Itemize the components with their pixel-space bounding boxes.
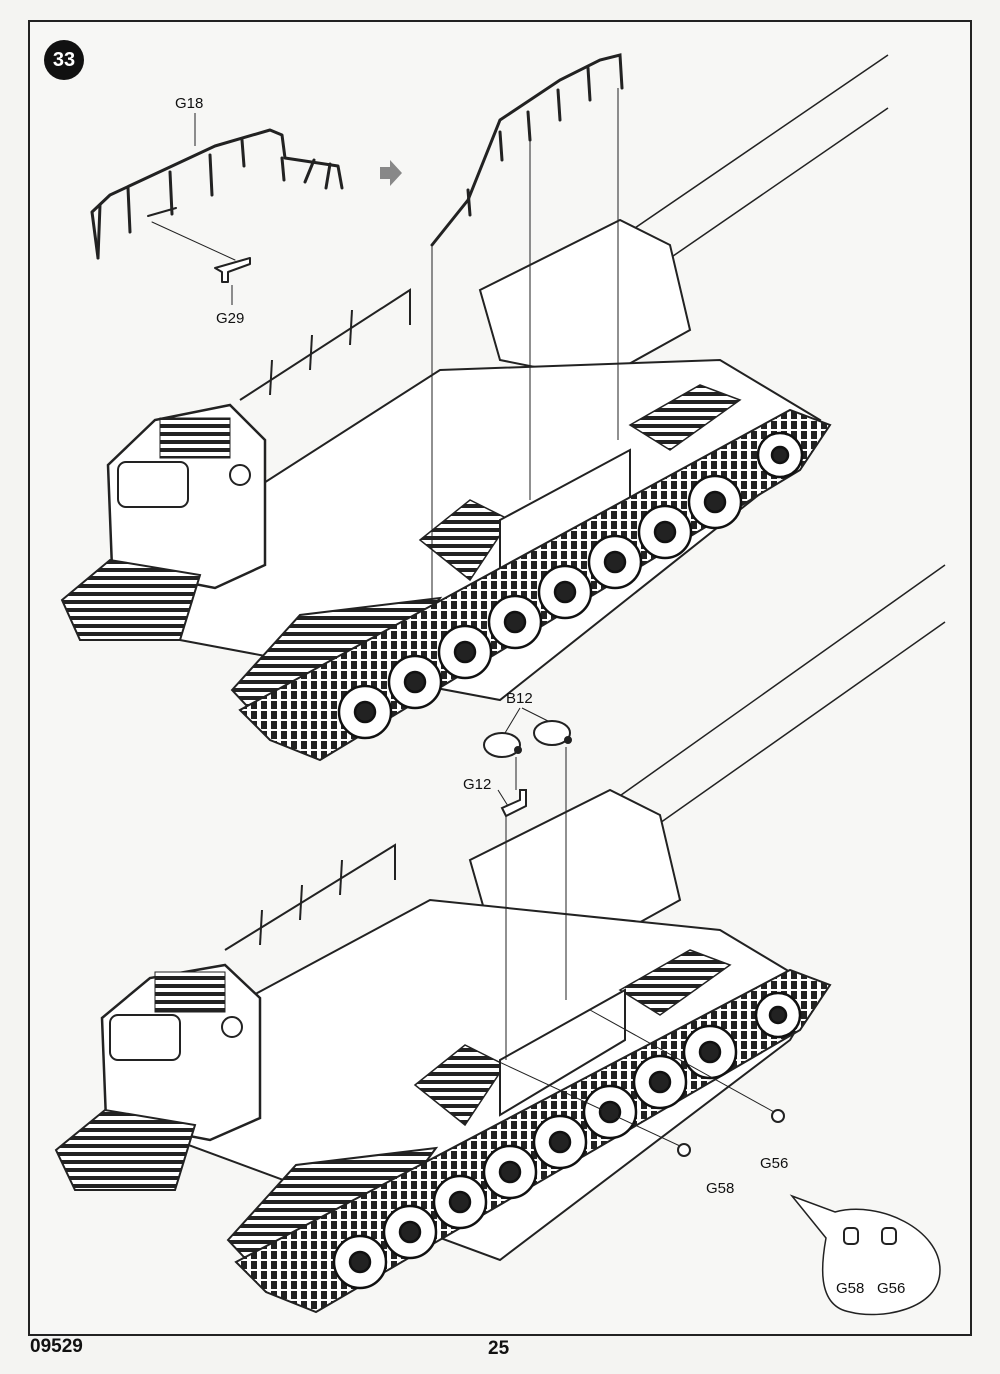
- b12-lens-parts: [483, 720, 572, 758]
- inset-g58-label: G58: [836, 1280, 865, 1297]
- g12-callout: G12: [463, 776, 492, 793]
- g29-callout: G29: [216, 310, 245, 327]
- kit-number: 09529: [30, 1336, 83, 1357]
- direction-arrow-icon: [380, 160, 402, 186]
- lamp-parts: [677, 1109, 785, 1157]
- g58-callout: G58: [706, 1180, 735, 1197]
- g56-callout: G56: [760, 1155, 789, 1172]
- inset-lamp-parts: [843, 1227, 897, 1245]
- inset-g56-label: G56: [877, 1280, 906, 1297]
- page-number: 25: [488, 1338, 510, 1359]
- rail-subassembly: [90, 128, 344, 283]
- detail-inset-bubble: [789, 1194, 941, 1316]
- lower-vehicle-drawing: [54, 564, 946, 1314]
- b12-callout: B12: [506, 690, 533, 707]
- step-number-badge: 33: [44, 40, 84, 80]
- g18-callout: G18: [175, 95, 204, 112]
- upper-vehicle-drawing: [60, 53, 889, 762]
